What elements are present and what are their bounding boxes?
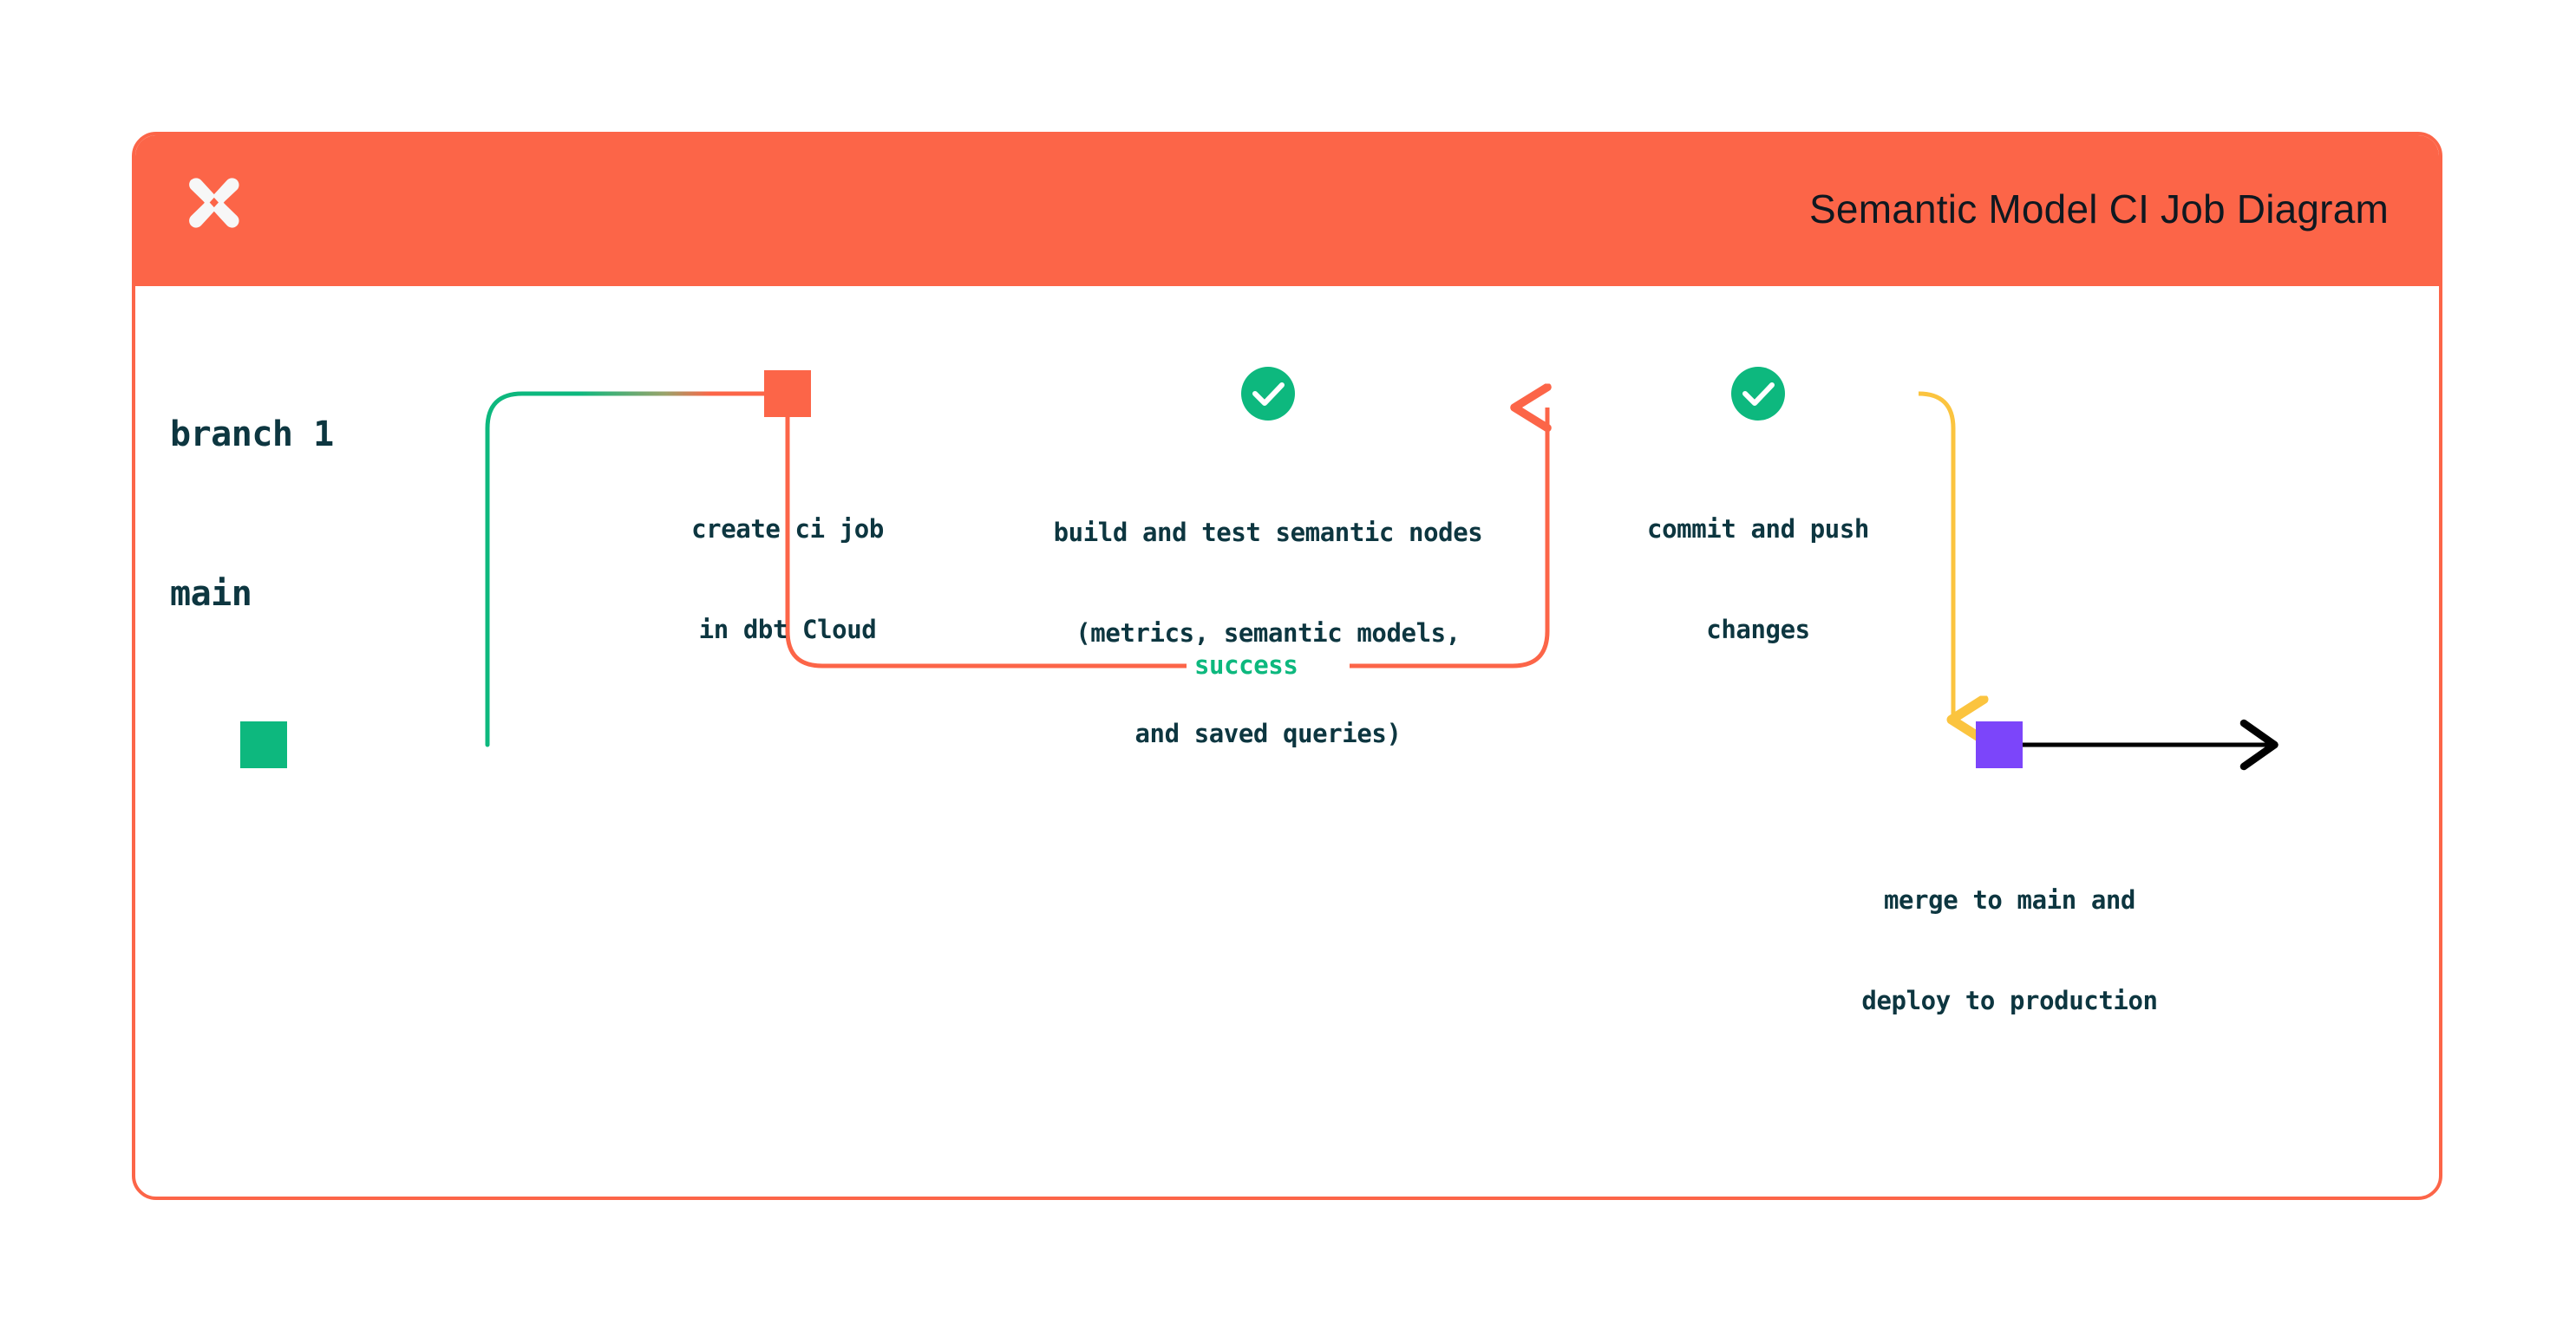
diagram-canvas: branch 1 main create ci job in dbt Cloud… <box>135 286 2439 1197</box>
card-header: Semantic Model CI Job Diagram <box>135 135 2439 286</box>
node-marker-build-and-test <box>1241 367 1295 421</box>
node-label-build-and-test: build and test semantic nodes (metrics, … <box>956 449 1580 817</box>
node-label-commit-and-push: commit and push changes <box>1585 446 1932 714</box>
node-marker-main-start <box>240 721 287 768</box>
node-label-line: commit and push <box>1647 514 1869 545</box>
node-label-line: deploy to production <box>1861 985 2158 1015</box>
page-title: Semantic Model CI Job Diagram <box>1809 186 2389 232</box>
node-label-line: in dbt Cloud <box>698 614 877 644</box>
node-marker-create-ci-job <box>764 370 811 417</box>
node-marker-commit-and-push <box>1731 367 1785 421</box>
node-label-create-ci-job: create ci job in dbt Cloud <box>614 446 961 714</box>
edge-label-success: success <box>1194 650 1298 680</box>
node-label-line: merge to main and <box>1883 885 2135 916</box>
node-marker-merge-to-main <box>1976 721 2023 768</box>
branch-split-line <box>485 391 776 747</box>
diagram-card: Semantic Model CI Job Diagram <box>132 132 2442 1200</box>
merge-back-line <box>1918 391 1953 720</box>
node-label-line: and saved queries) <box>1134 718 1402 748</box>
success-loop-line-right <box>1350 408 1547 669</box>
lane-label-main: main <box>170 574 252 614</box>
success-loop-line <box>785 394 1187 669</box>
node-label-line: build and test semantic nodes <box>1053 518 1483 548</box>
node-label-line: create ci job <box>691 514 884 545</box>
node-label-line: (metrics, semantic models, <box>1076 617 1461 648</box>
node-label-line: changes <box>1706 614 1810 644</box>
lane-label-branch-1: branch 1 <box>170 414 334 454</box>
dbt-logo-icon <box>173 169 253 249</box>
node-label-merge-to-main: merge to main and deploy to production <box>1775 817 2244 1085</box>
diagram-svg <box>240 367 2279 771</box>
